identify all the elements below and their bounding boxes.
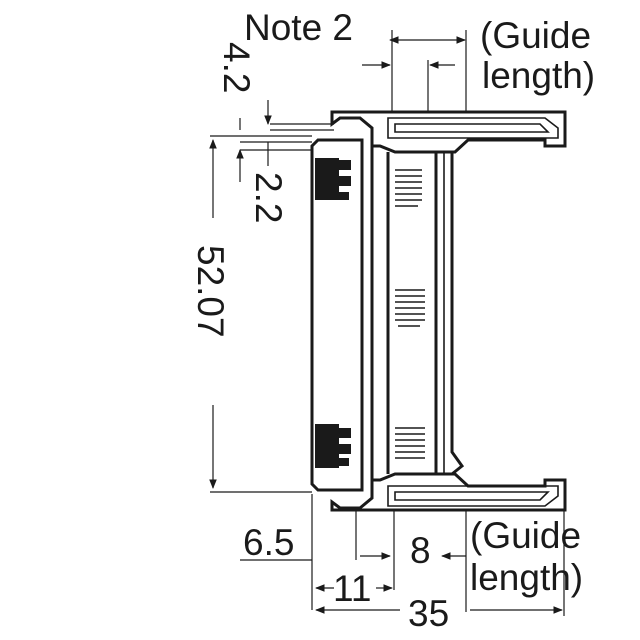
dimension-52-07: 52.07 bbox=[190, 245, 231, 338]
dimension-2-2: 2.2 bbox=[248, 172, 289, 223]
guide-length-bottom-label-line1: (Guide bbox=[470, 515, 581, 556]
note-2-label: Note 2 bbox=[244, 7, 353, 48]
dimension-lines bbox=[209, 30, 565, 616]
guide-length-top-label-line2: length) bbox=[482, 55, 595, 96]
dimension-6-5: 6.5 bbox=[243, 522, 294, 563]
connector-body bbox=[310, 110, 567, 512]
dimension-8: 8 bbox=[410, 530, 431, 571]
dimension-35: 35 bbox=[408, 593, 449, 634]
dimension-11: 11 bbox=[333, 568, 371, 609]
guide-length-top-label-line1: (Guide bbox=[480, 15, 591, 56]
guide-length-bottom-label-line2: length) bbox=[470, 557, 583, 598]
dimension-4-2: 4.2 bbox=[216, 42, 257, 93]
